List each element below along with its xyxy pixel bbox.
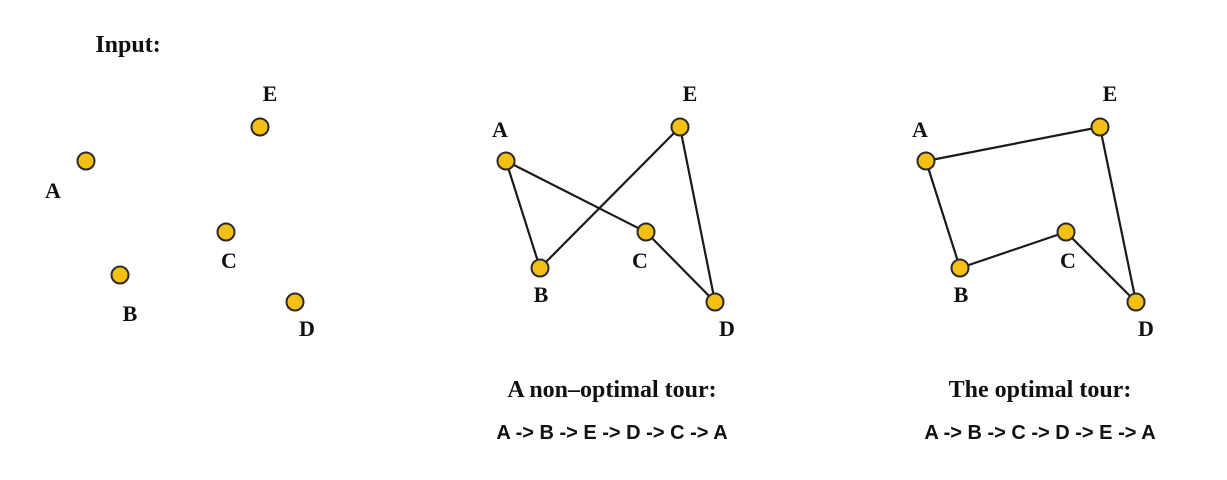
node-label-e: E	[263, 81, 278, 106]
node-label-d: D	[719, 316, 735, 341]
tour-edge-a-b	[924, 159, 962, 270]
node-label-a: A	[492, 117, 508, 142]
tour-sequence: A -> B -> C -> D -> E -> A	[924, 422, 1155, 444]
node-c	[1056, 222, 1076, 242]
node-e	[250, 117, 270, 137]
tour-edge-e-d	[678, 125, 717, 304]
node-label-c: C	[632, 248, 648, 273]
tour-edge-b-c	[958, 230, 1068, 270]
node-b	[110, 265, 130, 285]
node-label-d: D	[299, 316, 315, 341]
node-e	[1090, 117, 1110, 137]
node-b	[950, 258, 970, 278]
node-label-c: C	[221, 248, 237, 273]
node-label-b: B	[954, 282, 969, 307]
node-c	[636, 222, 656, 242]
panel-non-optimal: A B C D E A non–optimal tour: A -> B -> E -> D…	[492, 81, 735, 444]
node-d	[1126, 292, 1146, 312]
node-label-a: A	[45, 178, 61, 203]
node-b	[530, 258, 550, 278]
node-d	[705, 292, 725, 312]
panel-input: A B C D E Input:	[45, 32, 315, 341]
tour-edge-e-a	[924, 125, 1102, 163]
node-a	[496, 151, 516, 171]
node-label-c: C	[1060, 248, 1076, 273]
panel-optimal: A B C D E The optimal tour: A -> B -> C -> D -…	[912, 81, 1156, 444]
node-label-b: B	[534, 282, 549, 307]
tour-edge-d-c	[644, 230, 717, 304]
tour-edge-c-d	[1064, 230, 1138, 304]
tour-sequence: A -> B -> E -> D -> C -> A	[496, 422, 727, 444]
node-label-e: E	[1103, 81, 1118, 106]
node-e	[670, 117, 690, 137]
node-c	[216, 222, 236, 242]
node-label-a: A	[912, 117, 928, 142]
tour-caption: The optimal tour:	[949, 377, 1132, 403]
tour-edge-a-b	[504, 159, 542, 270]
node-label-b: B	[123, 301, 138, 326]
tour-edge-d-e	[1098, 125, 1138, 304]
panel-heading: Input:	[95, 32, 160, 58]
tour-edge-c-a	[504, 159, 648, 234]
node-label-d: D	[1138, 316, 1154, 341]
node-a	[76, 151, 96, 171]
node-d	[285, 292, 305, 312]
node-label-e: E	[683, 81, 698, 106]
tour-edge-b-e	[538, 125, 682, 270]
tour-caption: A non–optimal tour:	[507, 377, 716, 403]
node-a	[916, 151, 936, 171]
